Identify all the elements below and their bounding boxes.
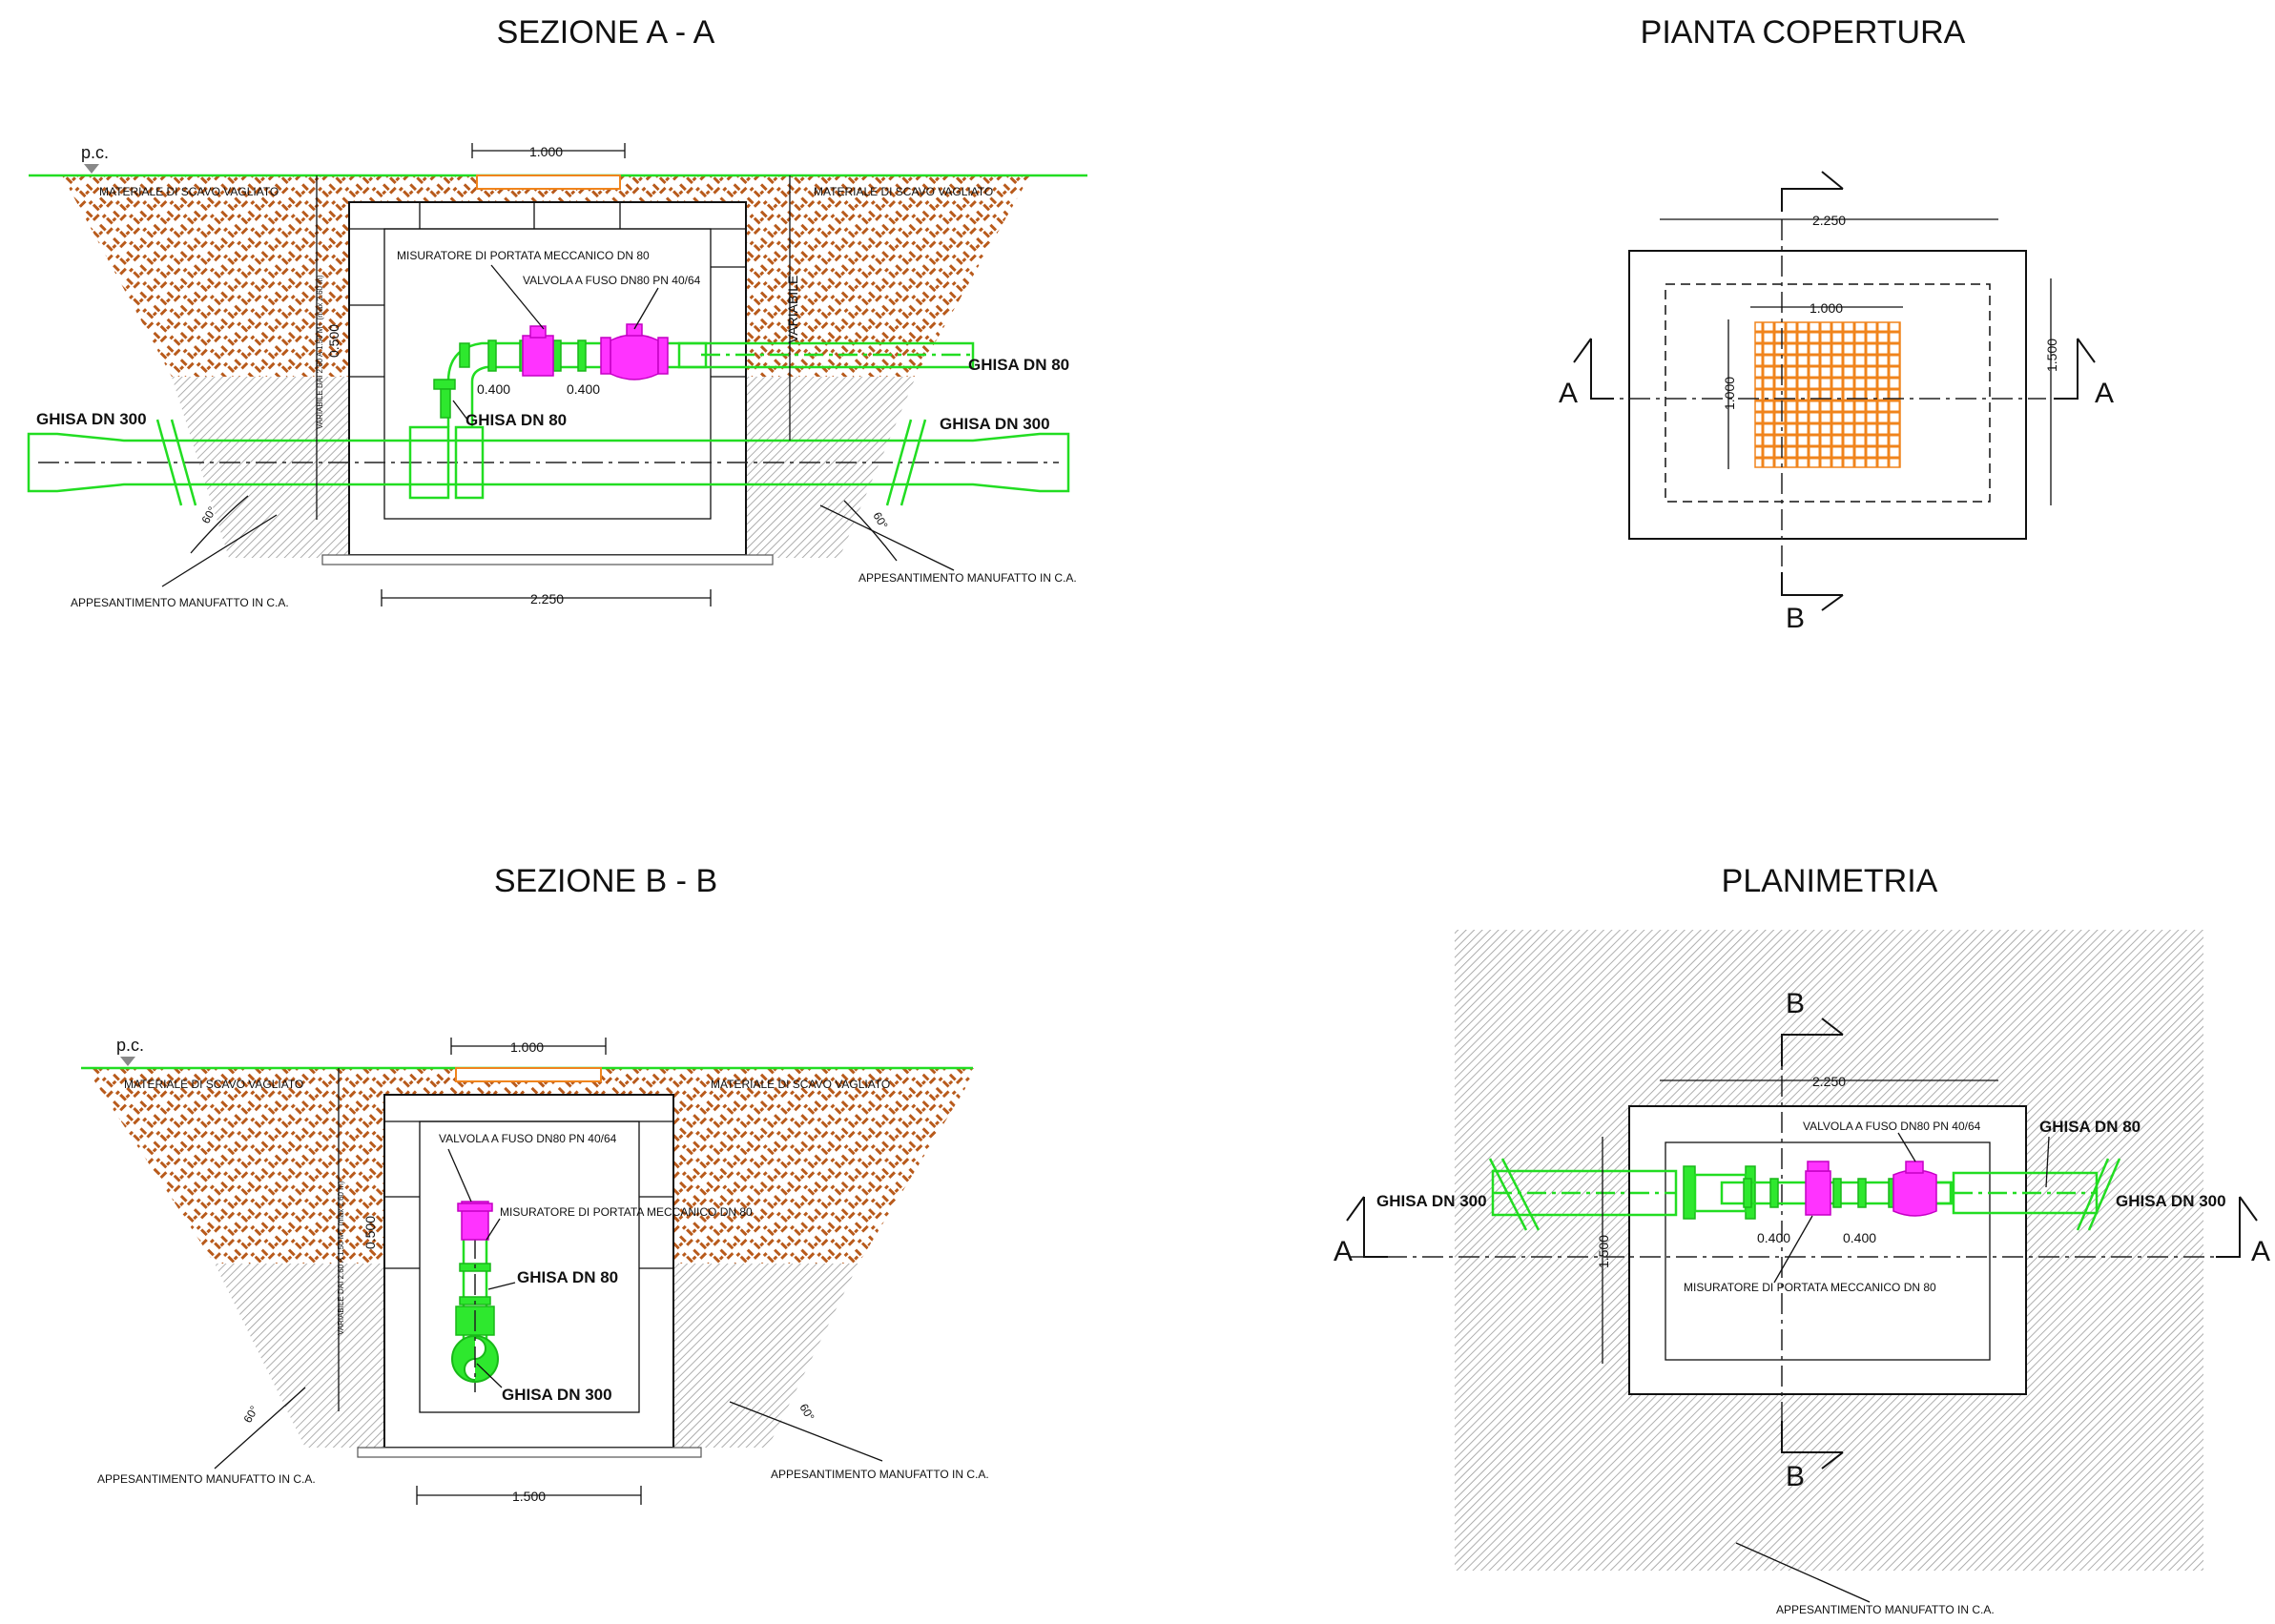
valvola-label-aa: VALVOLA A FUSO DN80 PN 40/64 [523,274,701,287]
chamber-outer-plan [1628,1105,2027,1395]
ghisa300-left-aa: GHISA DN 300 [36,410,147,428]
valvola-aa [600,323,669,380]
dim-2250-plan: 2.250 [1812,1074,1846,1089]
ghisa80-label-plan: GHISA DN 80 [2039,1118,2141,1136]
dim-1000-bb: 1.000 [510,1039,544,1055]
dim-0400a-aa: 0.400 [477,381,510,397]
dim-2250-aa: 2.250 [530,591,564,606]
pipe-dn300-aa [27,419,1070,506]
pipe-dn80-plan [1720,1178,1954,1208]
pc-label-aa: p.c. [81,143,109,162]
mark-a-left-plan: A [1334,1236,1353,1267]
materiale-left-aa: MATERIALE DI SCAVO VAGLIATO [99,185,279,198]
ghisa80-label2-aa: GHISA DN 80 [465,411,567,429]
ghisa300-right-aa: GHISA DN 300 [940,415,1050,433]
dim-0400b-plan: 0.400 [1843,1230,1876,1245]
valvola-label-plan: VALVOLA A FUSO DN80 PN 40/64 [1803,1120,1981,1133]
variabile-long-aa: VARIABILE DAI 2.60 A 1.50 MT (max 2.60 m… [316,275,324,429]
valvola-bb [457,1201,493,1241]
grating-cover [1754,321,1901,468]
chamber-dashed [1665,283,1991,503]
angle-right-bb: 60° [796,1402,817,1424]
dim-1500-bb: 1.500 [512,1489,546,1504]
cover-bb [455,1067,602,1082]
dim-0500-bb: 0.500 [362,1216,378,1249]
valvola-label-bb: VALVOLA A FUSO DN80 PN 40/64 [439,1132,617,1145]
materiale-right-bb: MATERIALE DI SCAVO VAGLIATO [711,1078,890,1091]
section-aa: p.c. MATERIALE DI SCAVO VAGLIATO MATERIA… [27,143,1087,609]
pc-label-bb: p.c. [116,1036,144,1055]
ghisa80-label-aa: GHISA DN 80 [968,356,1069,374]
mark-a-right-plan: A [2251,1236,2270,1267]
materiale-left-bb: MATERIALE DI SCAVO VAGLIATO [124,1078,303,1091]
dim-0400a-plan: 0.400 [1757,1230,1790,1245]
misuratore-aa [522,325,554,377]
title-planimetria: PLANIMETRIA [1722,863,1938,899]
appesantimento-plan: APPESANTIMENTO MANUFATTO IN C.A. [1776,1603,1995,1616]
title-sezione-aa: SEZIONE A - A [497,14,715,51]
angle-left-bb: 60° [240,1404,260,1426]
chamber-inner-plan [1665,1141,1991,1361]
appesantimento-left-aa: APPESANTIMENTO MANUFATTO IN C.A. [71,596,289,609]
title-pianta-copertura: PIANTA COPERTURA [1641,14,1966,51]
misuratore-label-bb: MISURATORE DI PORTATA MECCANICO DN 80 [500,1205,753,1219]
ghisa300-right-plan: GHISA DN 300 [2116,1192,2226,1210]
appesantimento-right-bb: APPESANTIMENTO MANUFATTO IN C.A. [771,1468,989,1481]
angle-right-aa: 60° [870,510,890,532]
dim-0400b-aa: 0.400 [567,381,600,397]
dim-1000-aa: 1.000 [529,144,563,159]
cover-aa [476,175,621,190]
planimetria: A A B B VALVOLA A FUSO DN80 PN 40/64 MIS… [1334,930,2270,1616]
ghisa80-label-bb: GHISA DN 80 [517,1268,618,1286]
variabile-long-bb: VARIABILE DAI 2.60 A 1.50 MT (max 2.60 m… [337,1181,345,1335]
dim-0500-aa: 0.500 [326,324,341,358]
mark-b-top-plan: B [1786,988,1805,1019]
misuratore-label-aa: MISURATORE DI PORTATA MECCANICO DN 80 [397,249,650,262]
ghisa300-left-plan: GHISA DN 300 [1376,1192,1487,1210]
ghisa300-label-bb: GHISA DN 300 [502,1386,612,1404]
pipe-vertical-bb [451,1202,499,1392]
variabile-aa: VARIABILE [785,276,800,343]
appesantimento-left-bb: APPESANTIMENTO MANUFATTO IN C.A. [97,1472,316,1486]
mark-a-left-pc: A [1559,378,1578,409]
dim-2250-pc: 2.250 [1812,213,1846,228]
dim-1000-pc: 1.000 [1810,300,1843,316]
pianta-copertura: A A B 2.250 1.000 1.000 1.500 [1559,171,2114,634]
dim-1500-pc: 1.500 [2044,339,2059,372]
mark-b-pc: B [1786,603,1805,634]
section-bb: p.c. MATERIALE DI SCAVO VAGLIATO MATERIA… [81,1036,989,1505]
chamber-outer-aa [348,201,747,556]
title-sezione-bb: SEZIONE B - B [494,863,717,899]
misuratore-label-plan: MISURATORE DI PORTATA MECCANICO DN 80 [1684,1281,1936,1294]
appesantimento-right-aa: APPESANTIMENTO MANUFATTO IN C.A. [858,571,1077,585]
dim-1500-plan: 1.500 [1596,1235,1611,1268]
valvola-plan [1892,1161,1937,1217]
misuratore-plan [1805,1161,1831,1216]
mark-a-right-pc: A [2095,378,2114,409]
mark-b-bottom-plan: B [1786,1461,1805,1492]
chamber-outer-bb [383,1094,674,1449]
materiale-right-aa: MATERIALE DI SCAVO VAGLIATO [814,185,993,198]
dim-1000v-pc: 1.000 [1722,377,1737,410]
